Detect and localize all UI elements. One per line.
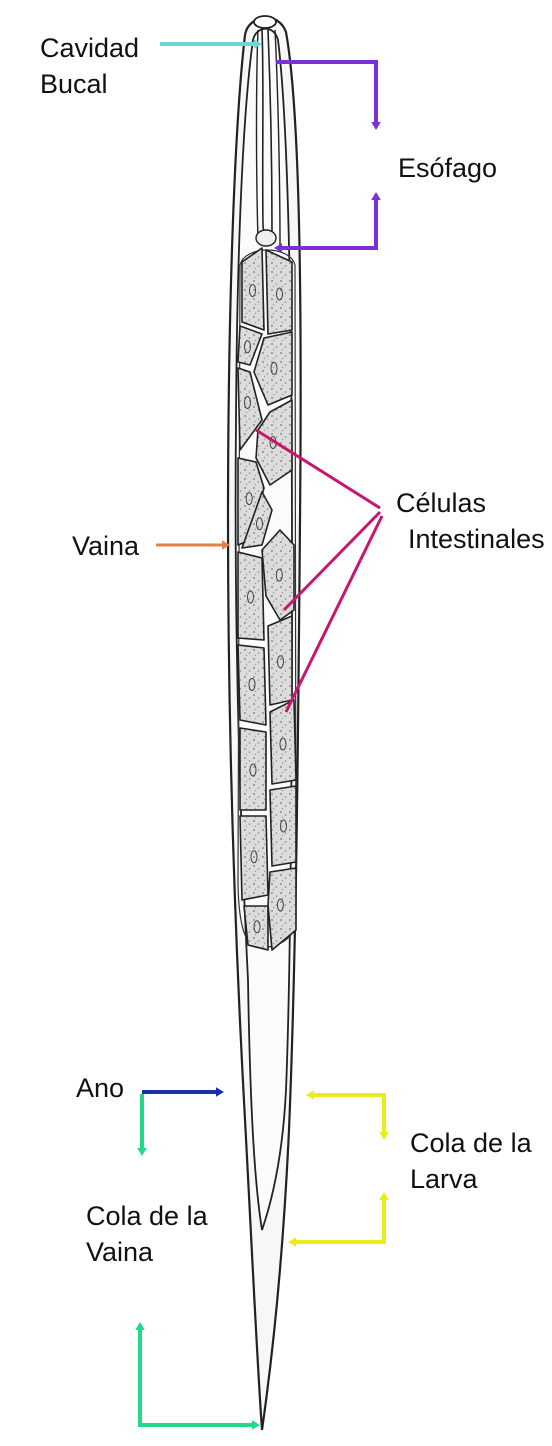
arrowhead-esofago-up bbox=[371, 192, 381, 200]
label-cavidad-bucal-line2: Bucal bbox=[40, 66, 139, 102]
arrow-cola-larva-bottom bbox=[296, 1200, 384, 1242]
arrowhead-esofago-down bbox=[371, 122, 381, 130]
label-cola-larva-line2: Larva bbox=[410, 1161, 532, 1197]
label-vaina: Vaina bbox=[72, 528, 139, 564]
intestinal-cell-15 bbox=[270, 786, 296, 866]
intestinal-cell-14 bbox=[240, 728, 266, 810]
arrowhead-cola-vaina-up bbox=[135, 1322, 145, 1330]
label-cola-vaina: Cola de la Vaina bbox=[86, 1198, 208, 1270]
label-cola-larva: Cola de la Larva bbox=[410, 1125, 532, 1197]
label-esofago: Esófago bbox=[398, 150, 497, 186]
intestinal-cell-11 bbox=[268, 616, 292, 705]
intestinal-cell-13 bbox=[270, 700, 296, 784]
intestinal-cell-1 bbox=[242, 248, 264, 330]
label-cavidad-bucal-line1: Cavidad bbox=[40, 30, 139, 66]
arrow-cola-larva-top bbox=[314, 1095, 384, 1132]
intestinal-cell-18 bbox=[244, 906, 268, 950]
intestinal-cells bbox=[238, 248, 296, 950]
intestinal-cell-10 bbox=[238, 552, 264, 640]
buccal-cavity bbox=[254, 16, 276, 28]
intestinal-cell-2 bbox=[266, 250, 292, 334]
label-cola-vaina-line1: Cola de la bbox=[86, 1198, 208, 1234]
arrowhead-ano bbox=[216, 1087, 224, 1097]
label-celulas-line1: Células bbox=[396, 485, 545, 521]
arrowhead-cola-larva-left bbox=[306, 1090, 314, 1100]
label-cavidad-bucal: Cavidad Bucal bbox=[40, 30, 139, 102]
label-celulas-line2: Intestinales bbox=[408, 521, 545, 557]
arrowhead-cola-larva-left2 bbox=[288, 1237, 296, 1247]
label-celulas-intestinales: Células Intestinales bbox=[396, 485, 545, 557]
label-ano: Ano bbox=[76, 1070, 124, 1106]
label-cola-vaina-line2: Vaina bbox=[86, 1234, 208, 1270]
arrow-cola-vaina-bottom bbox=[140, 1330, 252, 1425]
arrowhead-cola-larva-up bbox=[379, 1192, 389, 1200]
label-cola-larva-line1: Cola de la bbox=[410, 1125, 532, 1161]
arrowhead-cola-larva-down bbox=[379, 1132, 389, 1140]
arrowhead-cola-vaina-right bbox=[252, 1420, 260, 1430]
intestinal-cell-16 bbox=[240, 816, 268, 900]
intestinal-cell-12 bbox=[238, 645, 266, 725]
arrowhead-cola-vaina-down bbox=[137, 1148, 147, 1156]
